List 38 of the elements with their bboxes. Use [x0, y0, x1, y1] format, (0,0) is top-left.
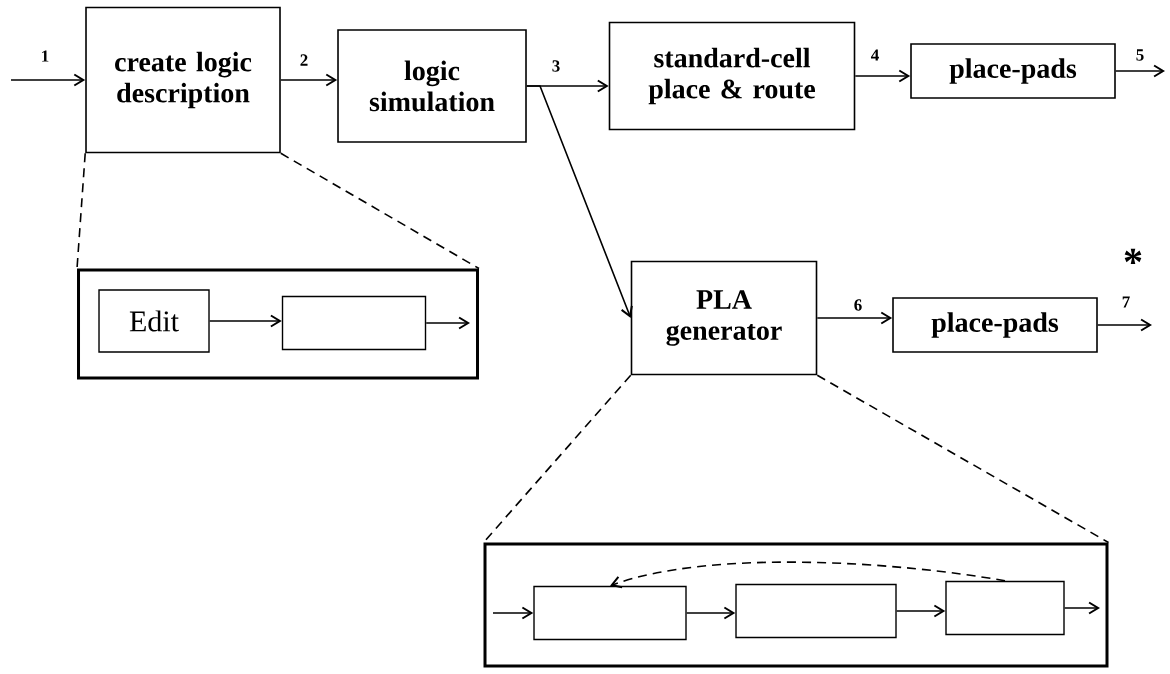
edge-label: 1 [42, 50, 49, 62]
expanded-view-box [483, 542, 1109, 668]
edge-label: 6 [854, 299, 862, 311]
edge-label: 2 [300, 54, 308, 66]
tool-box: Edit [98, 289, 210, 353]
process-box: create logic description [85, 6, 281, 154]
edge-label: 3 [552, 60, 560, 72]
tool-box [533, 585, 687, 641]
arrow [854, 69, 911, 83]
note-mark: * [1124, 248, 1142, 264]
arrow [816, 311, 893, 325]
tool-box [281, 295, 427, 351]
arrow [526, 85, 633, 318]
arrow [685, 606, 736, 620]
process-box: standard-cell place & route [608, 21, 856, 131]
zoom-line [816, 374, 1110, 544]
expanded-view-box [77, 268, 479, 380]
process-box: place-pads [892, 297, 1098, 353]
arrow [492, 606, 534, 620]
arrow [425, 316, 470, 330]
zoom-line [280, 152, 480, 270]
arrow [1097, 318, 1152, 332]
arrow [280, 73, 338, 87]
tool-box [735, 583, 897, 639]
arrow [10, 73, 86, 87]
arrow [1115, 64, 1165, 78]
zoom-line [76, 152, 86, 270]
process-box: logic simulation [337, 29, 527, 143]
edge-label: 7 [1122, 296, 1130, 308]
edge-label: 5 [1136, 49, 1144, 61]
arrow [1063, 601, 1100, 615]
process-box: PLA generator [630, 260, 818, 376]
feedback-arrow [610, 561, 1006, 589]
edge-label: 4 [871, 49, 879, 61]
arrow [895, 604, 946, 618]
process-box: place-pads [910, 43, 1116, 99]
tool-box [945, 580, 1065, 636]
arrow [208, 314, 282, 328]
